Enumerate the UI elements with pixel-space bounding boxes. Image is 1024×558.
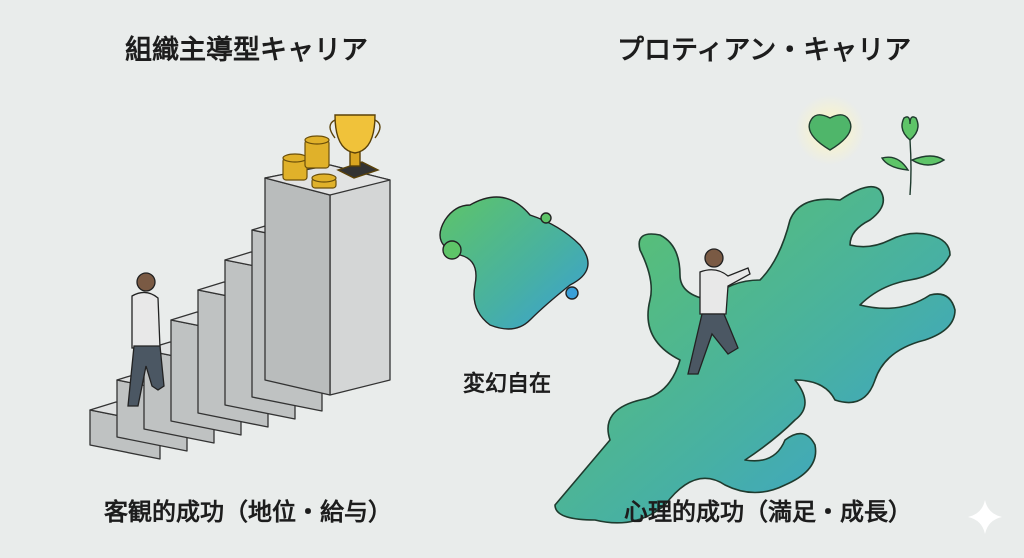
left-title: 組織主導型キャリア: [125, 35, 368, 66]
heart-icon: [795, 95, 865, 165]
branching-path-icon: [554, 185, 956, 524]
blob-icon: [439, 196, 589, 330]
trophy-icon: [329, 114, 381, 179]
coins-icon: [282, 135, 337, 189]
sprout-icon: [880, 116, 946, 196]
right-caption: 心理的成功（満足・成長）: [624, 498, 912, 526]
center-label: 変幻自在: [463, 372, 552, 397]
person-icon: [127, 272, 165, 407]
person-icon: [687, 248, 751, 375]
left-caption: 客観的成功（地位・給与）: [104, 498, 392, 526]
sparkle-icon: [968, 500, 1002, 534]
right-title: プロティアン・キャリア: [617, 35, 912, 66]
